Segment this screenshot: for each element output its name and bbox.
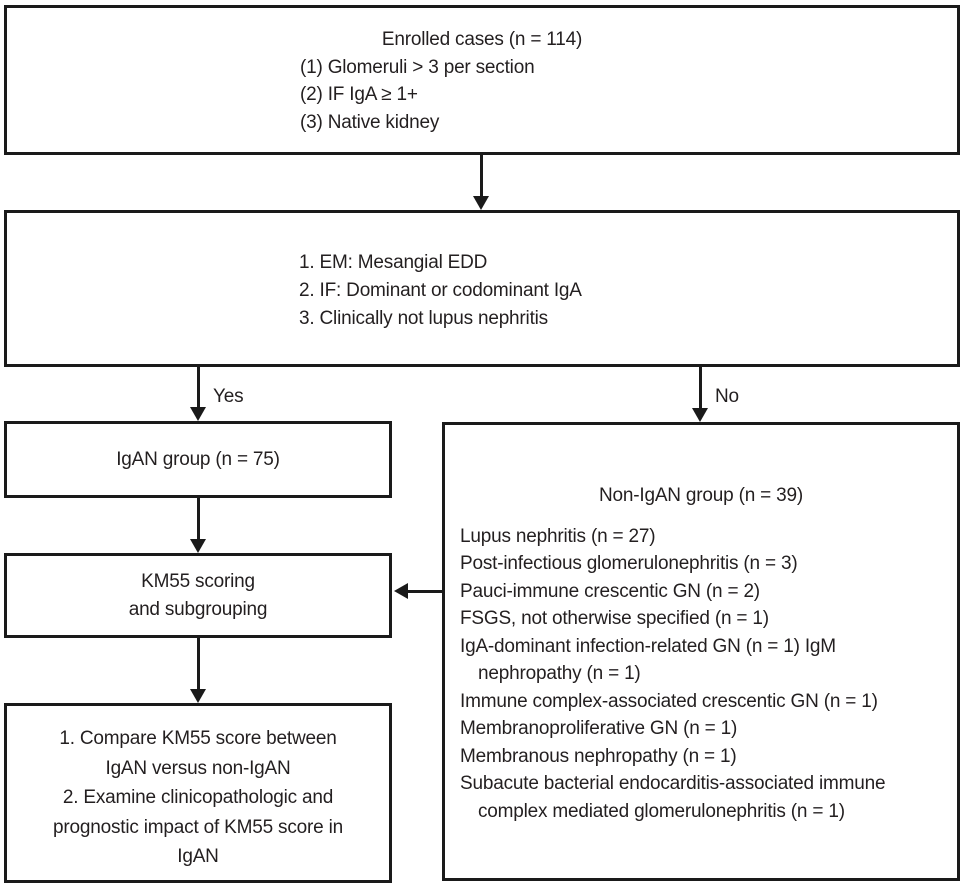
no-branch-label: No (715, 386, 739, 407)
study-objective-text-line: prognostic impact of KM55 score in (53, 816, 343, 838)
non-igan-diagnosis-list: Lupus nephritis (n = 27) Post-infectious … (445, 523, 957, 826)
arrow-km55-to-objectives-line (197, 638, 200, 690)
arrow-enrolled-to-criteria-head (473, 196, 489, 210)
yes-branch-line (197, 367, 200, 408)
arrow-enrolled-to-criteria-line (480, 155, 483, 198)
non-igan-diagnosis-item: Immune complex-associated crescentic GN … (460, 690, 878, 712)
km55-scoring-box: KM55 scoring and subgrouping (4, 553, 392, 638)
enrolled-criteria-item: (3) Native kidney (300, 111, 440, 133)
no-branch-line (699, 367, 702, 409)
study-objective-text-line: IgAN (177, 846, 219, 867)
study-objective-text-line: 1. Compare KM55 score between (59, 728, 337, 749)
non-igan-diagnosis-item: Membranoproliferative GN (n = 1) (460, 718, 738, 739)
study-objective-text-line: 2. Examine clinicopathologic and (62, 787, 334, 808)
arrow-nonigan-to-km55-line (406, 590, 442, 593)
no-branch-arrowhead (692, 408, 708, 422)
enrolled-criteria-item: (1) Glomeruli > 3 per section (300, 56, 535, 78)
non-igan-group-box: Non-IgAN group (n = 39) Lupus nephritis … (442, 422, 960, 881)
arrow-nonigan-to-km55-head (394, 583, 408, 599)
non-igan-diagnosis-item: Membranous nephropathy (n = 1) (460, 745, 737, 767)
igan-group-title: IgAN group (n = 75) (116, 448, 280, 470)
non-igan-group-title: Non-IgAN group (n = 39) (599, 485, 803, 506)
diagnostic-criteria-box: 1. EM: Mesangial EDD 2. IF: Dominant or c… (4, 210, 960, 367)
non-igan-diagnosis-item: Subacute bacterial endocarditis-associat… (460, 773, 886, 794)
enrolled-cases-box: Enrolled cases (n = 114) (1) Glomeruli >… (4, 5, 960, 155)
yes-branch-label: Yes (213, 386, 244, 407)
non-igan-diagnosis-item: nephropathy (n = 1) (478, 663, 641, 684)
non-igan-diagnosis-item: IgA-dominant infection-related GN (n = 1… (460, 635, 836, 657)
non-igan-diagnosis-item: Pauci-immune crescentic GN (n = 2) (460, 580, 760, 602)
study-objective-text-line: IgAN versus non-IgAN (105, 757, 291, 779)
enrolled-cases-title: Enrolled cases (n = 114) (381, 29, 583, 50)
arrow-igan-to-km55-line (197, 498, 200, 540)
km55-scoring-text-line: KM55 scoring (141, 571, 255, 592)
non-igan-diagnosis-item: FSGS, not otherwise specified (n = 1) (460, 608, 769, 629)
non-igan-diagnosis-item: complex mediated glomerulonephritis (n =… (478, 800, 845, 822)
km55-scoring-text-line: and subgrouping (128, 598, 268, 620)
arrow-igan-to-km55-head (190, 539, 206, 553)
diagnostic-criteria-item: 2. IF: Dominant or codominant IgA (299, 280, 582, 301)
diagnostic-criteria-item: 3. Clinically not lupus nephritis (299, 308, 548, 329)
non-igan-diagnosis-item: Lupus nephritis (n = 27) (460, 525, 656, 547)
diagnostic-criteria-list: 1. EM: Mesangial EDD 2. IF: Dominant or c… (7, 249, 957, 333)
arrow-km55-to-objectives-head (190, 689, 206, 703)
diagnostic-criteria-item: 1. EM: Mesangial EDD (299, 252, 488, 273)
igan-group-box: IgAN group (n = 75) (4, 421, 392, 498)
yes-branch-arrowhead (190, 407, 206, 421)
enrolled-criteria-item: (2) IF IgA ≥ 1+ (300, 84, 418, 105)
non-igan-diagnosis-item: Post-infectious glomerulonephritis (n = … (460, 553, 798, 574)
enrolled-criteria-list: (1) Glomeruli > 3 per section (2) IF IgA … (7, 54, 957, 137)
